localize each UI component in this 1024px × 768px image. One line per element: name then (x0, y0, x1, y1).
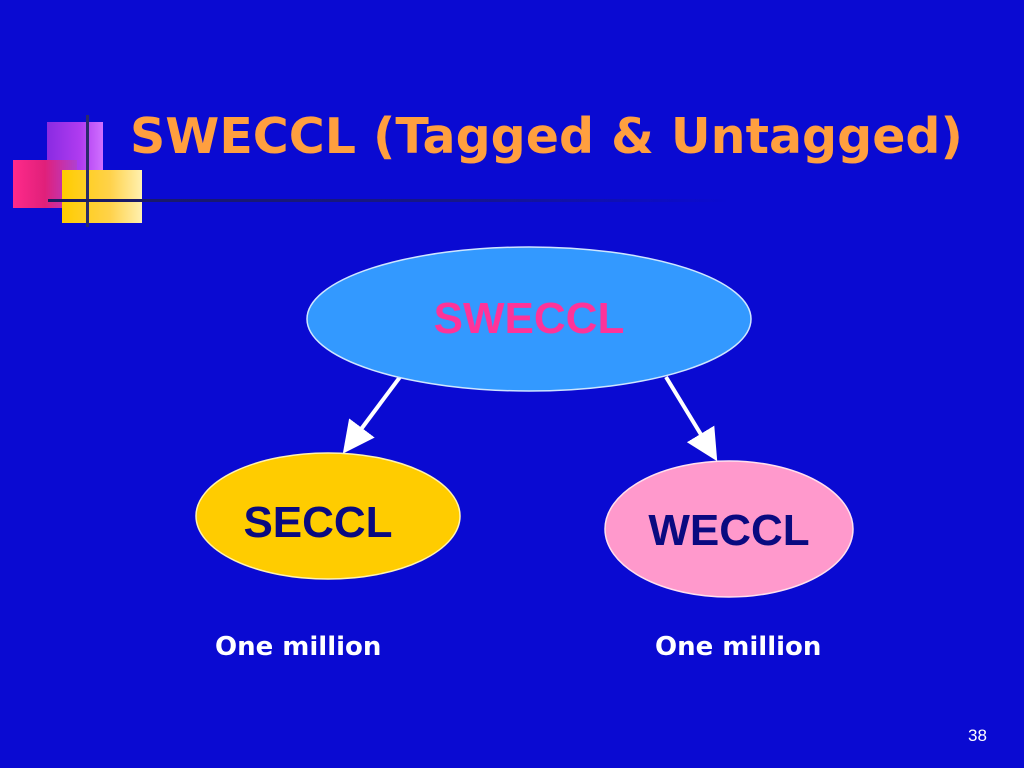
arrow-to-seccl (342, 375, 402, 454)
decorative-vertical-line (86, 115, 89, 227)
node-weccl: WECCL (604, 460, 854, 598)
node-seccl-label: SECCL (243, 498, 392, 547)
node-sweccl-label: SWECCL (434, 294, 625, 343)
decorative-yellow-square (62, 170, 142, 223)
weccl-caption: One million (655, 632, 822, 662)
node-weccl-label: WECCL (648, 506, 809, 555)
node-seccl: SECCL (195, 452, 461, 580)
seccl-caption: One million (215, 632, 382, 662)
node-sweccl: SWECCL (306, 246, 752, 392)
arrow-to-weccl (664, 375, 718, 462)
page-number: 38 (968, 726, 987, 745)
title-underline (48, 199, 728, 202)
slide-title: SWECCL (Tagged & Untagged) (130, 108, 963, 165)
